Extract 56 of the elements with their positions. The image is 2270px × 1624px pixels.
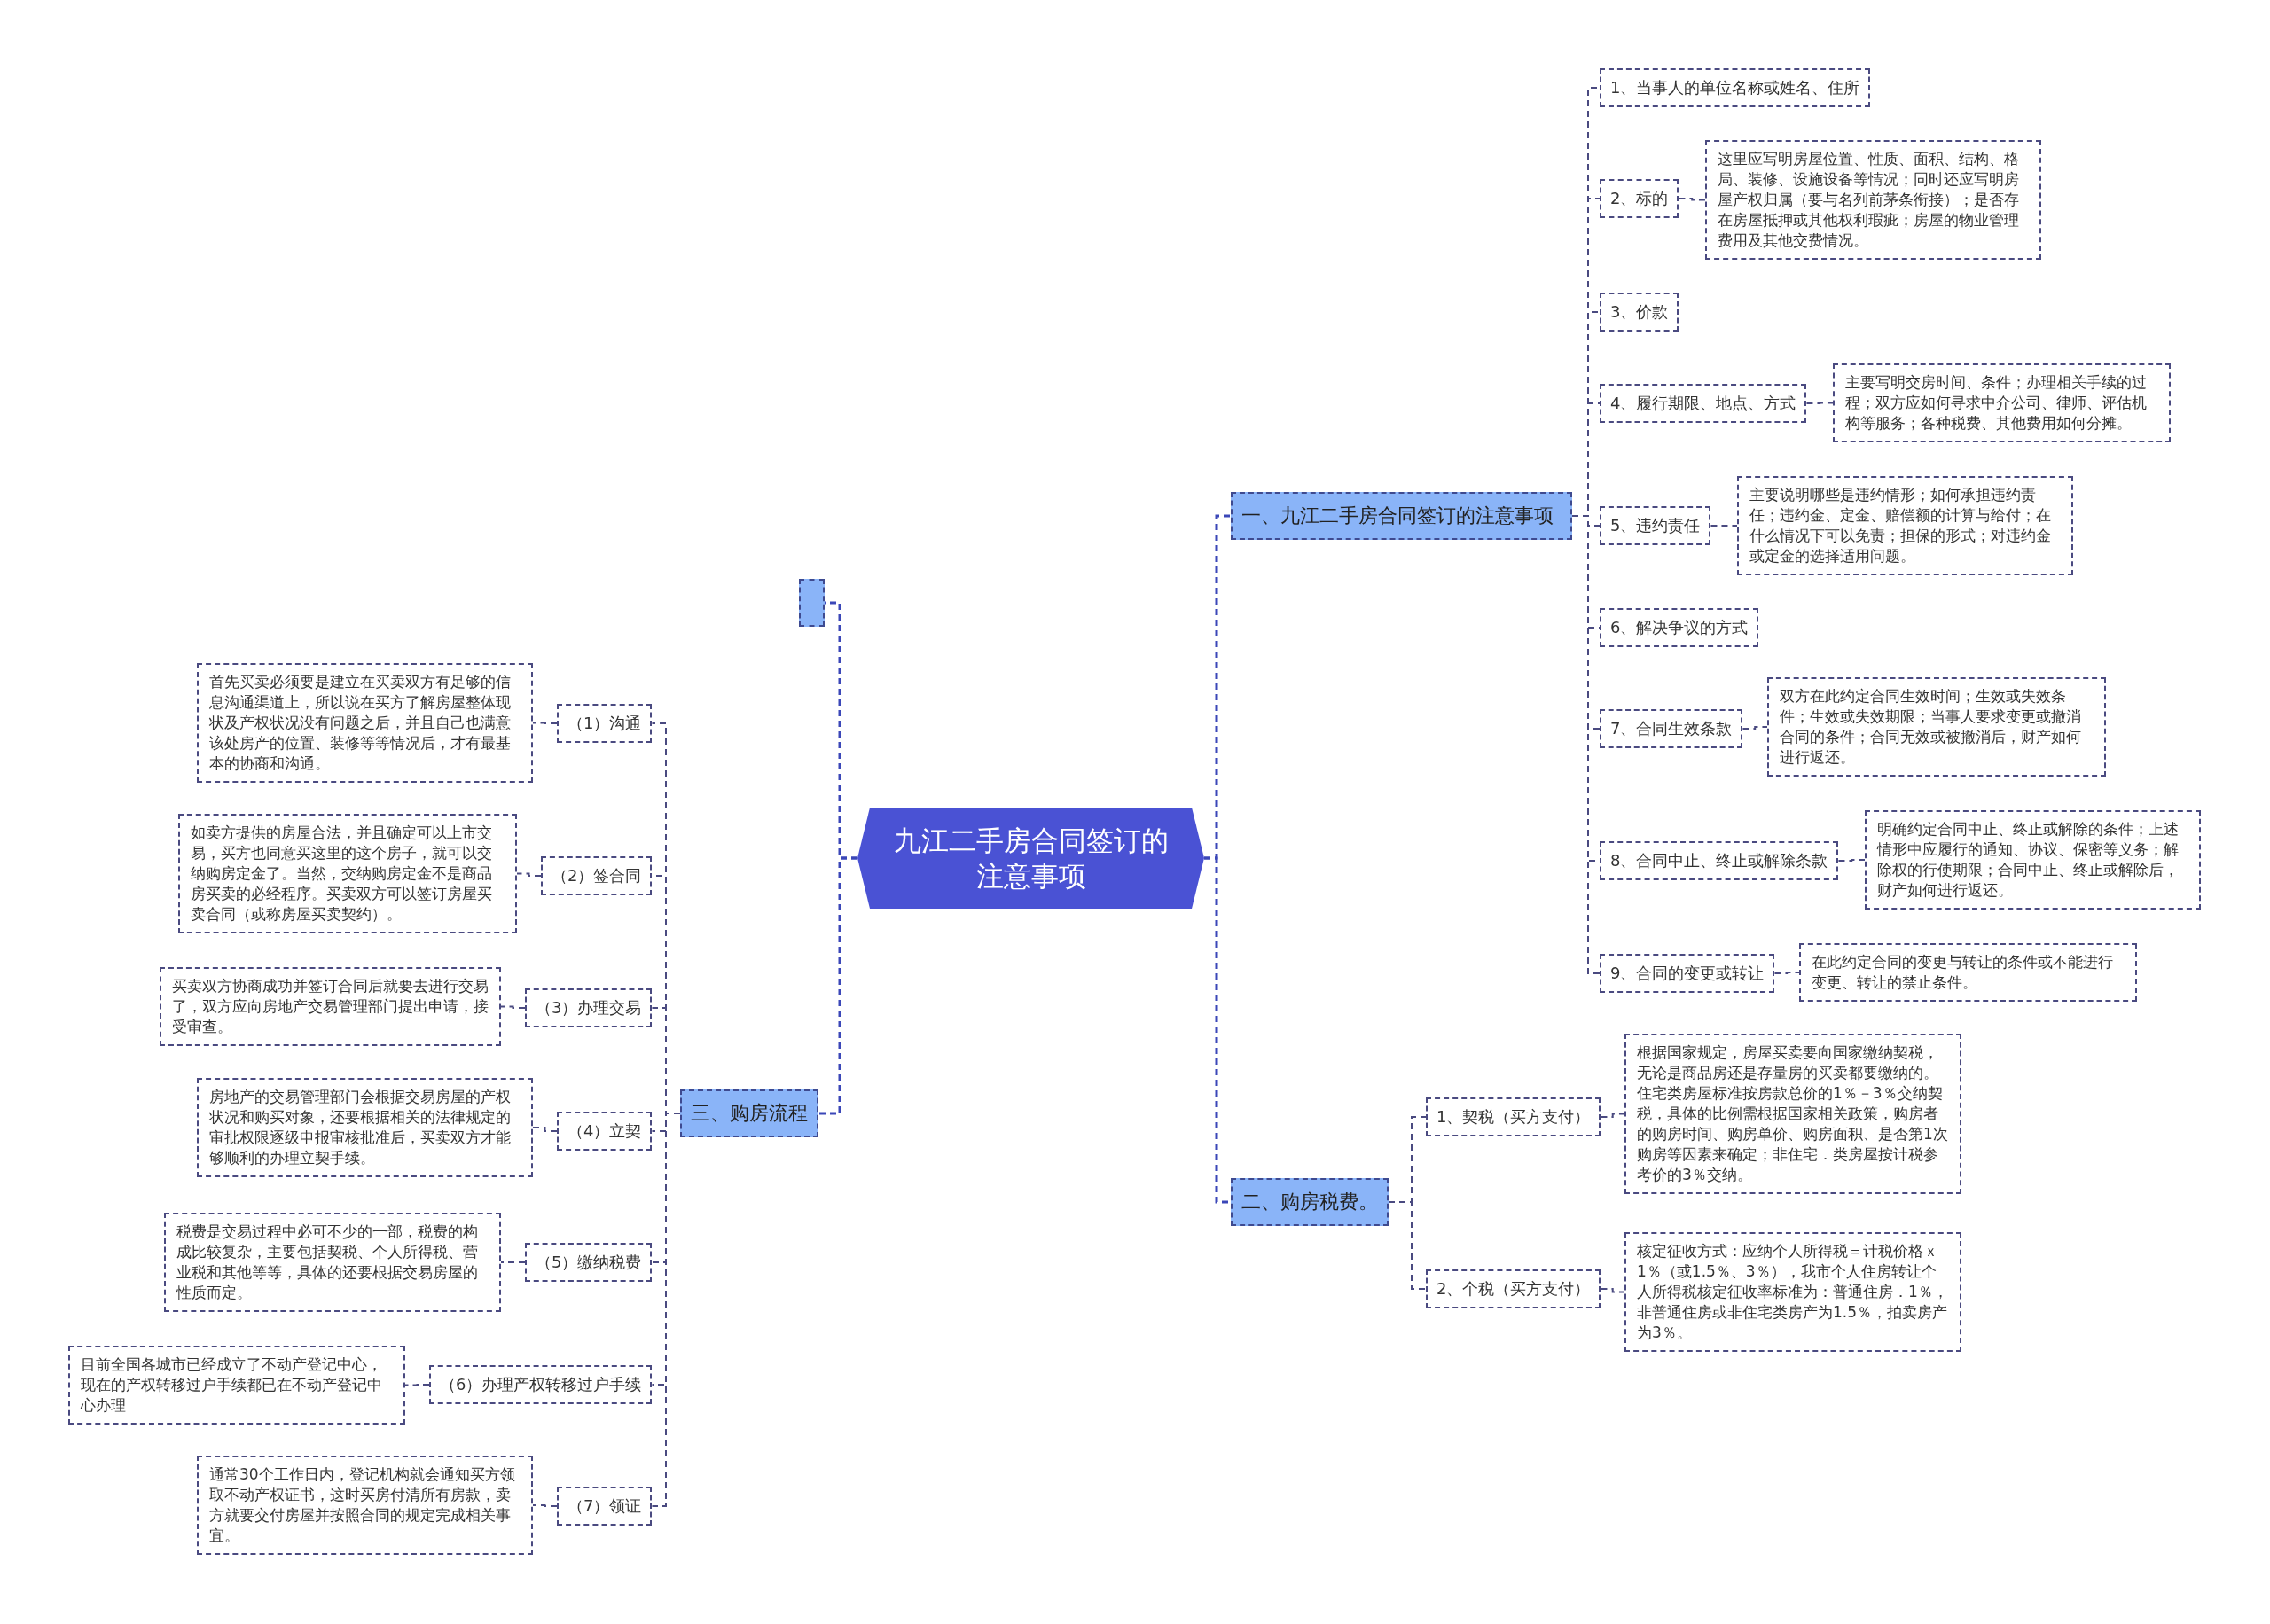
item-box: 7、合同生效条款 (1600, 709, 1743, 748)
connector-line (532, 722, 558, 724)
item-box: 9、合同的变更或转让 (1600, 954, 1775, 993)
item-box: （2）签合同 (541, 856, 653, 895)
note-box: 主要写明交房时间、条件；办理相关手续的过程；双方应如何寻求中介公司、律师、评估机构等服务；各种税费、其他费用如何分摊。 (1833, 363, 2171, 442)
note-box: 明确约定合同中止、终止或解除的条件；上述情形中应履行的通知、协议、保密等义务；解除权的行使期限；合同中止、终止或解除后，财产如何进行返还。 (1865, 810, 2201, 910)
connector-line (516, 872, 542, 877)
item-box: 6、解决争议的方式 (1600, 608, 1759, 647)
note-box: 房地产的交易管理部门会根据交易房屋的产权状况和购买对象，还要根据相关的法律规定的审批权限逐级申报审核批准后，买卖双方才能够顺利的办理立契手续。 (197, 1078, 533, 1177)
branch-box: 二、购房税费。 (1231, 1178, 1389, 1226)
note-box: 这里应写明房屋位置、性质、面积、结构、格局、装修、设施设备等情况；同时还应写明房屋产权归属（要与名列前茅条衔接）；是否存在房屋抵押或其他权利瑕疵；房屋的物业管理费用及其他交费情况。 (1705, 140, 2041, 260)
topic-hexagon: 九江二手房合同签订的注意事项 (857, 808, 1204, 909)
branch-box: 三、购房流程 (680, 1089, 818, 1137)
item-box: （4）立契 (557, 1112, 653, 1151)
note-box: 主要说明哪些是违约情形；如何承担违约责任；违约金、定金、赔偿额的计算与给付；在什么情况下可以免责；担保的形式；对违约金或定金的选择适用问题。 (1737, 476, 2073, 575)
note-box: 双方在此约定合同生效时间；生效或失效条件；生效或失效期限；当事人要求变更或撤消合同的条件；合同无效或被撤消后，财产如何进行返还。 (1767, 677, 2106, 777)
note-box: 在此约定合同的变更与转让的条件或不能进行变更、转让的禁止条件。 (1799, 943, 2137, 1002)
item-box: 5、违约责任 (1600, 506, 1711, 545)
note-box: 买卖双方协商成功并签订合同后就要去进行交易了，双方应向房地产交易管理部门提出申请，接受审查。 (160, 967, 501, 1046)
note-box: 目前全国各城市已经成立了不动产登记中心，现在的产权转移过户手续都已在不动产登记中心办理 (68, 1346, 405, 1425)
item-box: 1、当事人的单位名称或姓名、住所 (1600, 68, 1871, 107)
note-box: 通常30个工作日内，登记机构就会通知买方领取不动产权证书，这时买房付清所有房款，卖方就要交付房屋并按照合同的规定完成相关事宜。 (197, 1456, 533, 1555)
item-box: 2、个税（买方支付） (1426, 1269, 1601, 1308)
item-box: （1）沟通 (557, 704, 653, 743)
item-box: （7）领证 (557, 1487, 653, 1526)
item-box: （6）办理产权转移过户手续 (429, 1365, 653, 1404)
connector-line (1710, 525, 1738, 527)
note-box: 如卖方提供的房屋合法，并且确定可以上市交易，买方也同意买这里的这个房子，就可以交纳购房定金了。当然，交纳购房定金不是商品房买卖的必经程序。买卖双方可以签订房屋买卖合同（或称房屋买卖契约）。 (178, 814, 517, 933)
connector-line (818, 856, 857, 1115)
connector-line (1600, 1113, 1625, 1118)
connector-line (1678, 198, 1706, 201)
note-box: 根据国家规定，房屋买卖要向国家缴纳契税，无论是商品房还是存量房的买卖都要缴纳的。住宅类房屋标准按房款总价的1％－3％交纳契税，具体的比例需根据国家相关政策，购房者的购房时间、购房单价、购房面积、是否第1次购房等因素来确定；非住宅．类房屋按计税参考价的3％交纳。 (1624, 1034, 1961, 1194)
connector-line (1600, 1288, 1625, 1293)
item-box: 3、价款 (1600, 293, 1679, 332)
item-box: 1、契税（买方支付） (1426, 1097, 1601, 1136)
connector-line (1388, 1201, 1427, 1290)
empty-box (799, 579, 825, 627)
connector-line (500, 1261, 526, 1263)
connector-line (1805, 402, 1834, 404)
connector-line (1742, 726, 1768, 730)
item-box: 4、履行期限、地点、方式 (1600, 384, 1807, 423)
connector-line (532, 1127, 558, 1132)
note-box: 首先买卖必须要是建立在买卖双方有足够的信息沟通渠道上，所以说在买方了解房屋整体现状及产权状况没有问题之后，并且自己也满意该处房产的位置、装修等等情况后，才有最基本的协商和沟通。 (197, 663, 533, 783)
item-box: 8、合同中止、终止或解除条款 (1600, 841, 1839, 880)
item-box: （5）缴纳税费 (525, 1243, 653, 1282)
item-box: （3）办理交易 (525, 988, 653, 1027)
connector-line (500, 1005, 526, 1009)
connector-line (532, 1504, 558, 1507)
connector-line (1837, 859, 1866, 862)
note-box: 税费是交易过程中必可不少的一部，税费的构成比较复杂，主要包括契税、个人所得税、营业税和其他等等，具体的还要根据交易房屋的性质而定。 (164, 1213, 501, 1312)
item-box: 2、标的 (1600, 179, 1679, 218)
connector-line (1204, 856, 1231, 1204)
branch-box: 一、九江二手房合同签订的注意事项 (1231, 492, 1572, 540)
connector-line (1773, 972, 1800, 974)
connector-line (404, 1384, 430, 1386)
note-box: 核定征收方式：应纳个人所得税＝计税价格ｘ1％（或1.5％、3％），我市个人住房转让个人所得税核定征收率标准为：普通住房．1％，非普通住房或非住宅类房产为1.5％，拍卖房产为3％。 (1624, 1232, 1961, 1352)
